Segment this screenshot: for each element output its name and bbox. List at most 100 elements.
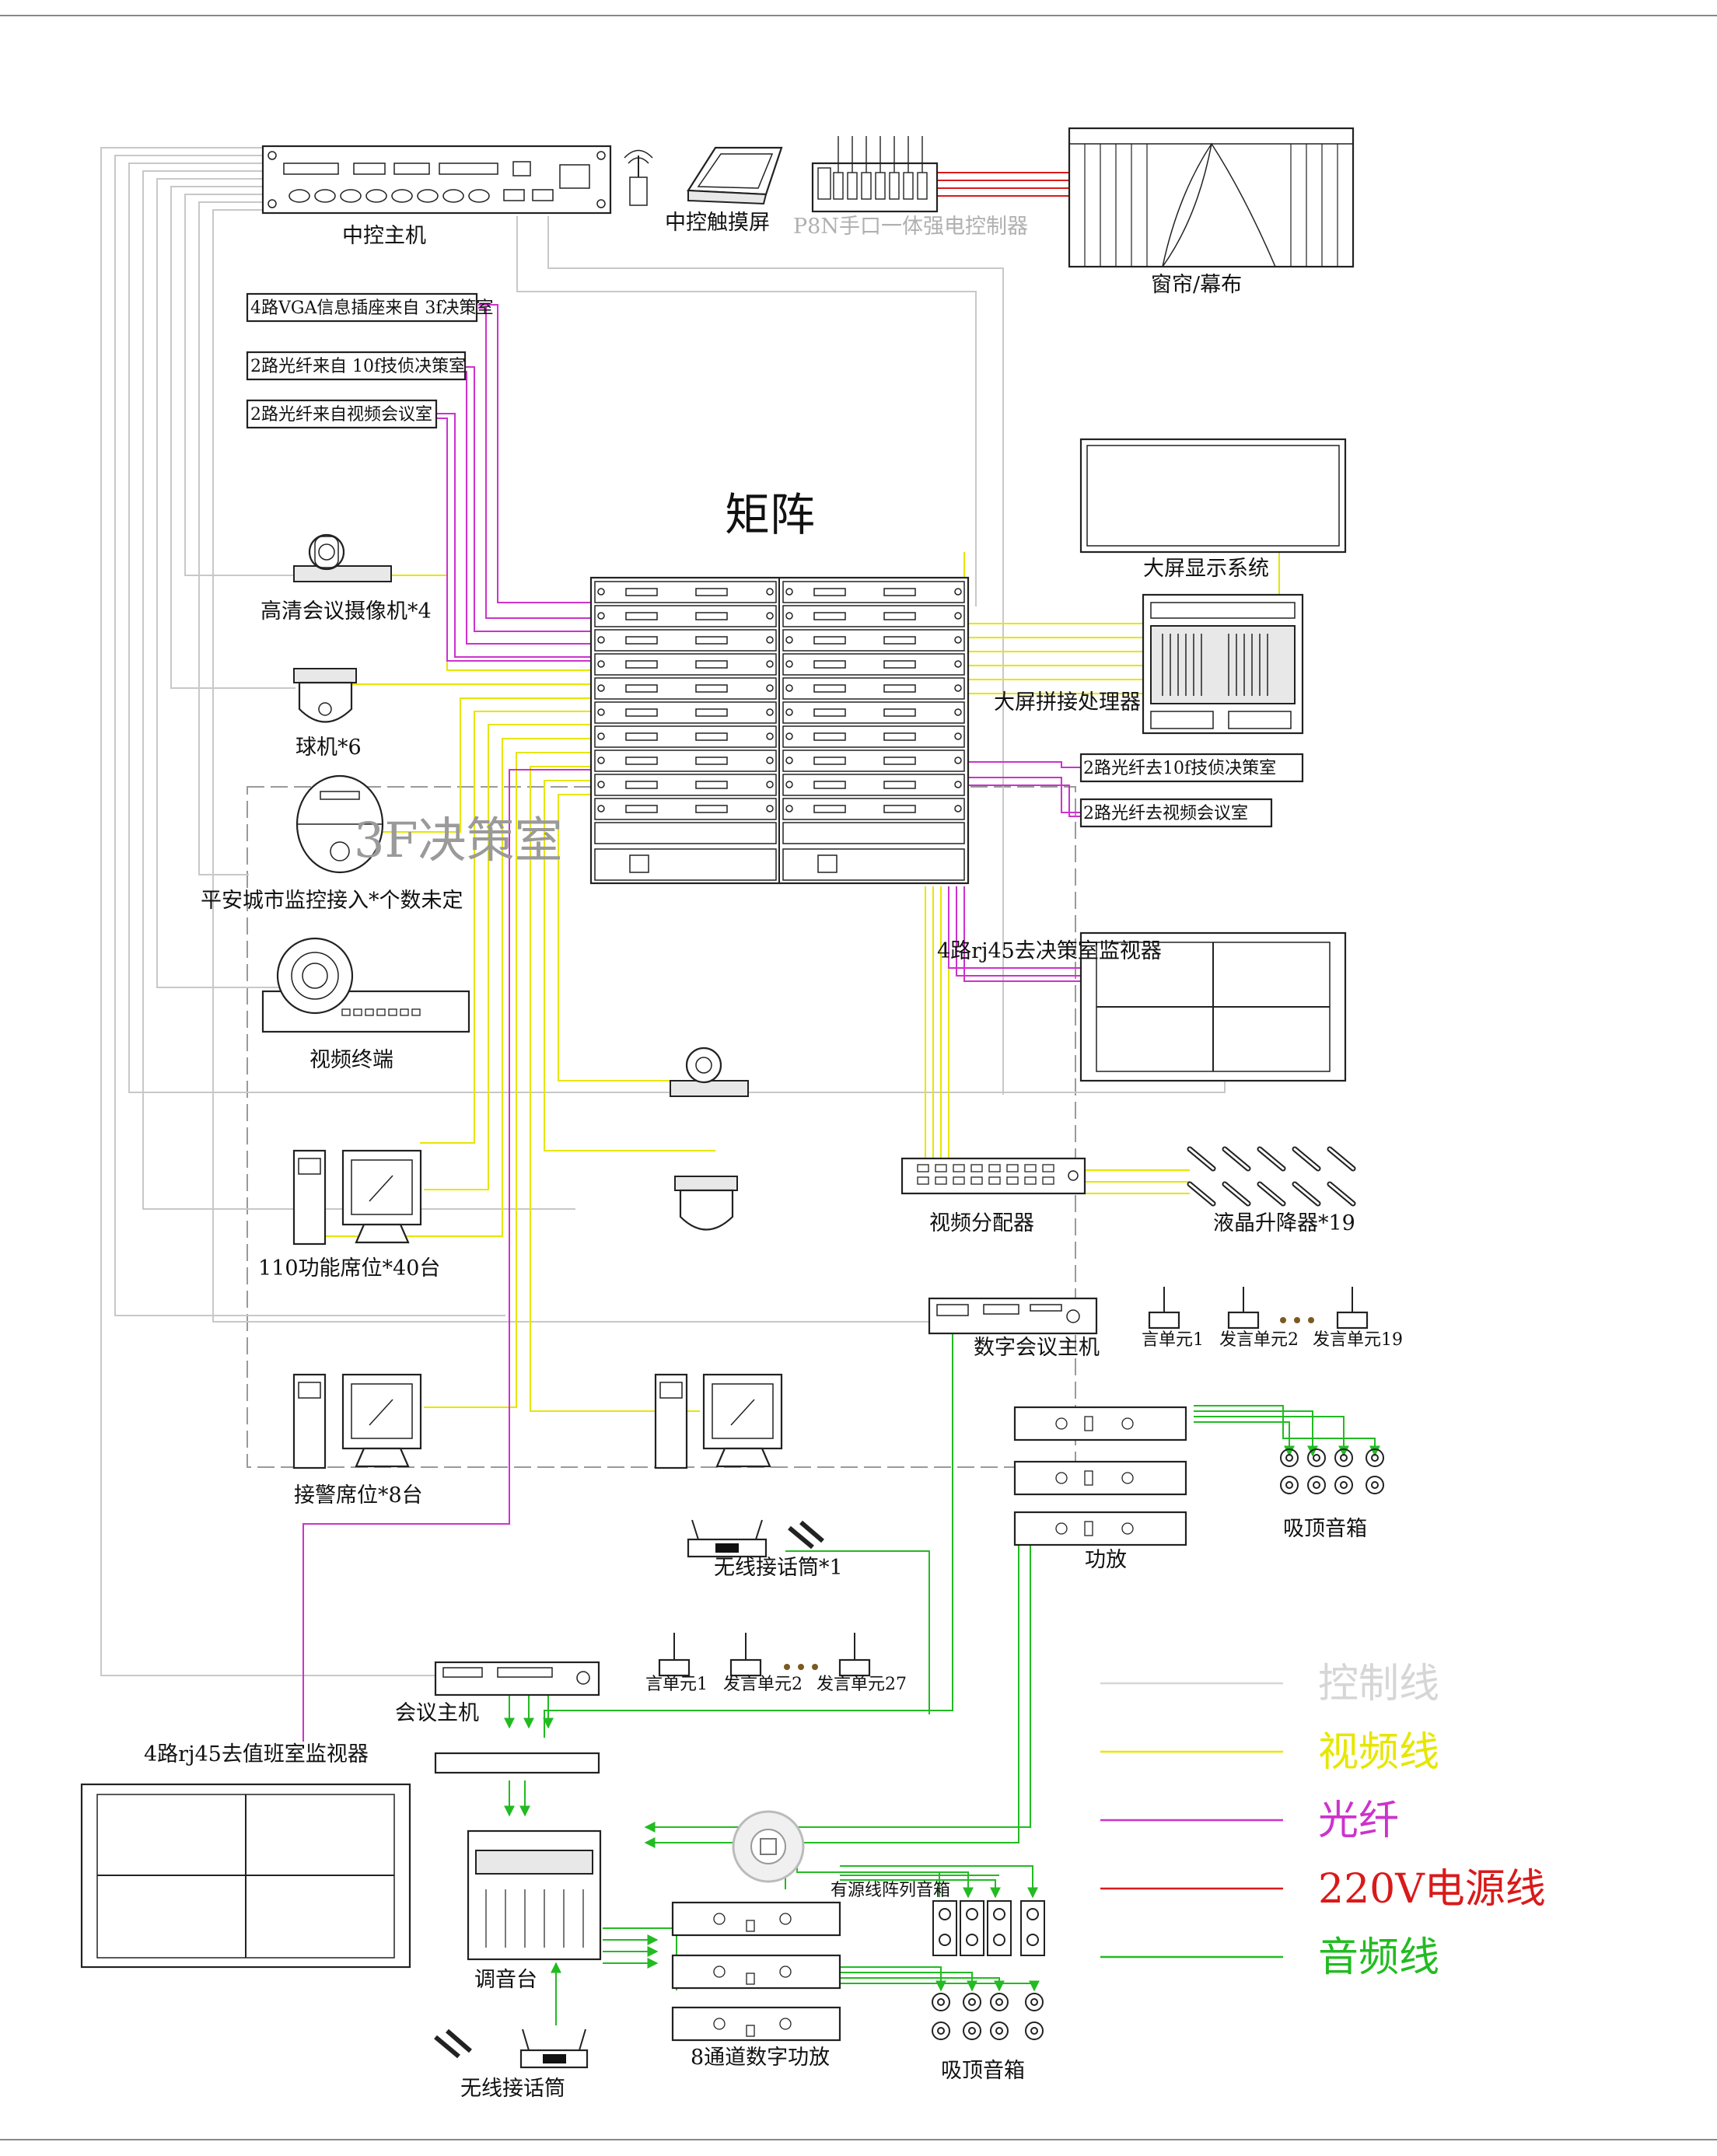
label-speak-unit-2-bottom: 发言单元2	[723, 1675, 803, 1694]
port-icon	[883, 708, 916, 717]
label-conf-host: 会议主机	[395, 1701, 479, 1725]
label-speak-unit-2-top: 发言单元2	[1219, 1330, 1299, 1350]
room-ptz-camera-icon	[670, 1047, 749, 1097]
screw-icon	[954, 781, 962, 788]
screw-icon	[766, 708, 774, 716]
matrix-card	[782, 750, 965, 772]
label-big-screen-display: 大屏显示系统	[1143, 557, 1269, 581]
big-screen-display	[1079, 438, 1347, 554]
port-icon	[883, 612, 916, 620]
lcd-lifter-icon-inner	[1258, 1183, 1285, 1205]
label-seat-110: 110功能席位*40台	[258, 1256, 440, 1281]
screw-icon	[597, 660, 605, 668]
port-icon	[935, 1164, 947, 1172]
port-icon	[695, 708, 728, 717]
screw-icon	[785, 684, 793, 692]
port-icon	[1006, 1164, 1019, 1172]
power-lines	[937, 172, 1069, 197]
speak-units-top	[1148, 1287, 1369, 1330]
port-icon	[695, 660, 728, 669]
lcd-lifter-icon-inner	[1258, 1148, 1285, 1170]
port-icon	[625, 588, 658, 596]
label-digital-conf-host: 数字会议主机	[974, 1336, 1100, 1360]
label-speak-unit-27: 发言单元27	[817, 1675, 907, 1694]
screw-icon	[766, 612, 774, 620]
label-ceiling-speaker-top: 吸顶音箱	[1283, 1517, 1367, 1541]
port-icon	[695, 781, 728, 789]
label-rj45-duty-monitor: 4路rj45去值班室监视器	[144, 1742, 369, 1766]
matrix-power-card	[594, 848, 777, 881]
screw-icon	[597, 708, 605, 716]
label-speak-unit-1-top: 言单元1	[1142, 1330, 1204, 1350]
port-icon	[883, 805, 916, 813]
screw-icon	[766, 781, 774, 788]
port-icon	[695, 612, 728, 620]
safe-city-camera-icon	[295, 774, 384, 874]
port-icon	[813, 636, 846, 645]
port-icon	[695, 732, 728, 741]
label-wireless-mic: 无线接话筒	[460, 2077, 565, 2101]
screw-icon	[954, 684, 962, 692]
amplifier-stack	[1013, 1406, 1187, 1546]
screw-icon	[954, 708, 962, 716]
matrix-card	[782, 605, 965, 627]
screw-icon	[597, 636, 605, 644]
screw-icon	[766, 660, 774, 668]
port-icon	[917, 1164, 929, 1172]
screw-icon	[785, 708, 793, 716]
port-icon	[883, 636, 916, 645]
matrix-card	[782, 774, 965, 796]
label-hd-camera: 高清会议摄像机*4	[261, 599, 432, 624]
matrix-card	[594, 774, 777, 796]
fiber-out-video-conf-box	[1079, 798, 1273, 828]
screw-icon	[766, 588, 774, 596]
label-active-line-array: 有源线阵列音箱	[831, 1881, 950, 1900]
screw-icon	[597, 588, 605, 596]
port-icon	[625, 781, 658, 789]
label-eight-ch-amp: 8通道数字功放	[691, 2046, 830, 2070]
screw-icon	[785, 781, 793, 788]
port-icon	[1042, 1176, 1054, 1185]
screw-icon	[766, 636, 774, 644]
label-fiber-out-10f: 2路光纤去10f技侦决策室	[1083, 759, 1276, 778]
port-icon	[1042, 1164, 1054, 1172]
legend-label: 视频线	[1318, 1729, 1439, 1776]
vga-input-box	[246, 292, 478, 323]
digital-conference-host	[928, 1297, 1098, 1335]
screw-icon	[597, 781, 605, 788]
wireless-transmitter-icon	[624, 149, 653, 206]
ceiling-speakers-bottom	[932, 1993, 1044, 2040]
matrix-card	[782, 581, 965, 603]
port-icon	[883, 757, 916, 765]
power-socket-icon	[817, 854, 838, 873]
lcd-lifter-icon-inner	[1328, 1148, 1355, 1170]
screw-icon	[766, 732, 774, 740]
label-video-terminal: 视频终端	[309, 1048, 393, 1072]
label-touch-screen: 中控触摸屏	[665, 211, 770, 235]
port-icon	[935, 1176, 947, 1185]
port-icon	[625, 660, 658, 669]
label-fiber-in-10f: 2路光纤来自 10f技侦决策室	[250, 357, 466, 376]
screw-icon	[954, 612, 962, 620]
screw-icon	[766, 805, 774, 812]
matrix-card	[782, 798, 965, 820]
wireless-mic-receiver-1	[687, 1519, 824, 1558]
port-icon	[1024, 1176, 1037, 1185]
port-icon	[813, 781, 846, 789]
port-icon	[813, 708, 846, 717]
matrix-card	[594, 629, 777, 652]
port-icon	[695, 588, 728, 596]
lcd-lifter-icon-inner	[1293, 1148, 1320, 1170]
screw-icon	[597, 757, 605, 764]
port-icon	[695, 757, 728, 765]
port-icon	[813, 588, 846, 596]
port-icon	[883, 781, 916, 789]
port-icon	[695, 636, 728, 645]
matrix-card	[782, 677, 965, 700]
matrix-slots	[594, 581, 965, 881]
matrix-card	[594, 798, 777, 820]
fiber-out-10f-box	[1079, 753, 1304, 783]
port-icon	[1024, 1164, 1037, 1172]
port-icon	[813, 757, 846, 765]
